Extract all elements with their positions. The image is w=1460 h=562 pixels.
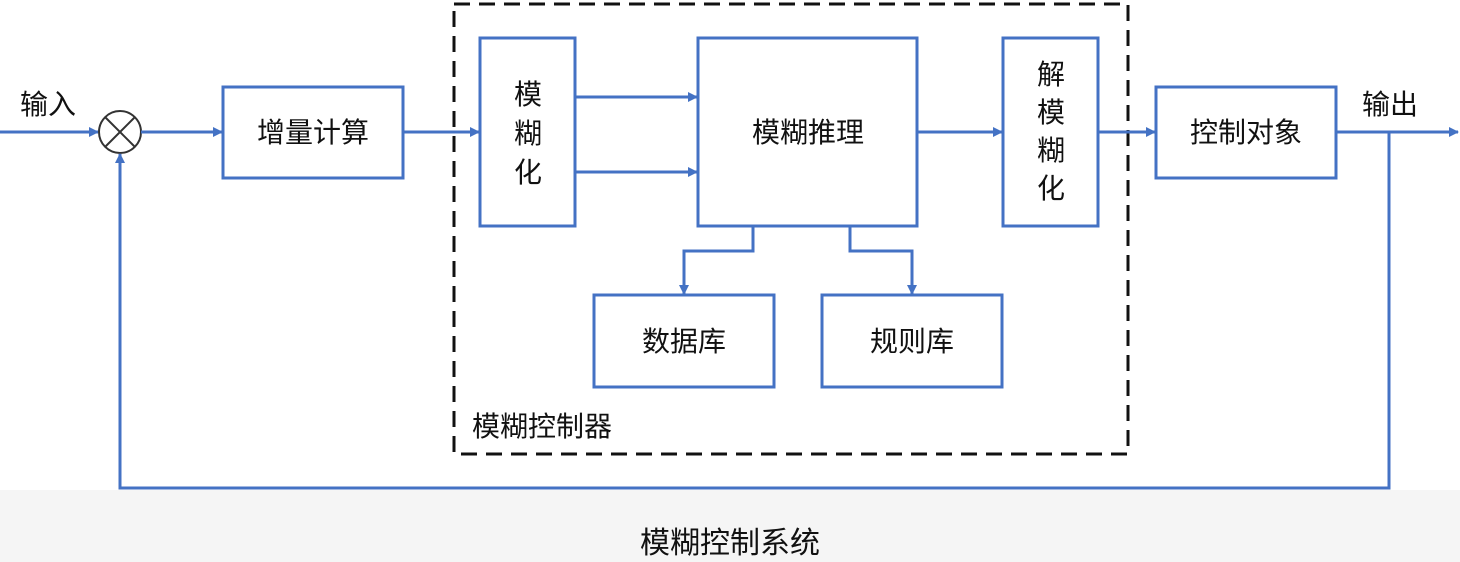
caption-bar: 模糊控制系统 [0, 490, 1460, 562]
fuzzify-char-1: 模 [514, 78, 542, 111]
fuzzify-block [478, 36, 577, 228]
inference-label: 模糊推理 [752, 116, 864, 149]
fuzzify-char-3: 化 [514, 156, 542, 189]
feedback-path [115, 132, 1391, 490]
defuzzify-char-3: 糊 [1037, 134, 1065, 167]
plant-label: 控制对象 [1190, 116, 1302, 149]
defuzzify-char-1: 解 [1037, 58, 1065, 91]
database-block [592, 293, 776, 389]
fuzzify-char-2: 糊 [514, 117, 542, 150]
fuzzy-controller-boundary [452, 2, 1130, 456]
increment-label: 增量计算 [257, 116, 369, 149]
fuzzy-controller-label: 模糊控制器 [472, 410, 612, 443]
inference-to-rulebase-arrow [848, 226, 917, 295]
defuzzify-char-2: 模 [1037, 96, 1065, 129]
rulebase-block [820, 293, 1004, 389]
defuzzify-block [1001, 36, 1100, 228]
defuzzify-char-4: 化 [1037, 172, 1065, 205]
summing-junction-icon [98, 110, 142, 154]
rulebase-label: 规则库 [870, 325, 954, 358]
inference-to-database-arrow [679, 226, 755, 295]
output-label: 输出 [1362, 88, 1418, 121]
figure-caption: 模糊控制系统 [640, 526, 820, 561]
diagram-canvas: 模糊控制器 输入 增量计算 模 糊 化 模糊推理 解 [0, 2, 1459, 490]
input-label: 输入 [20, 88, 76, 121]
database-label: 数据库 [642, 325, 726, 358]
fuzzy-control-diagram: 模糊控制器 输入 增量计算 模 糊 化 模糊推理 解 [0, 2, 1459, 490]
